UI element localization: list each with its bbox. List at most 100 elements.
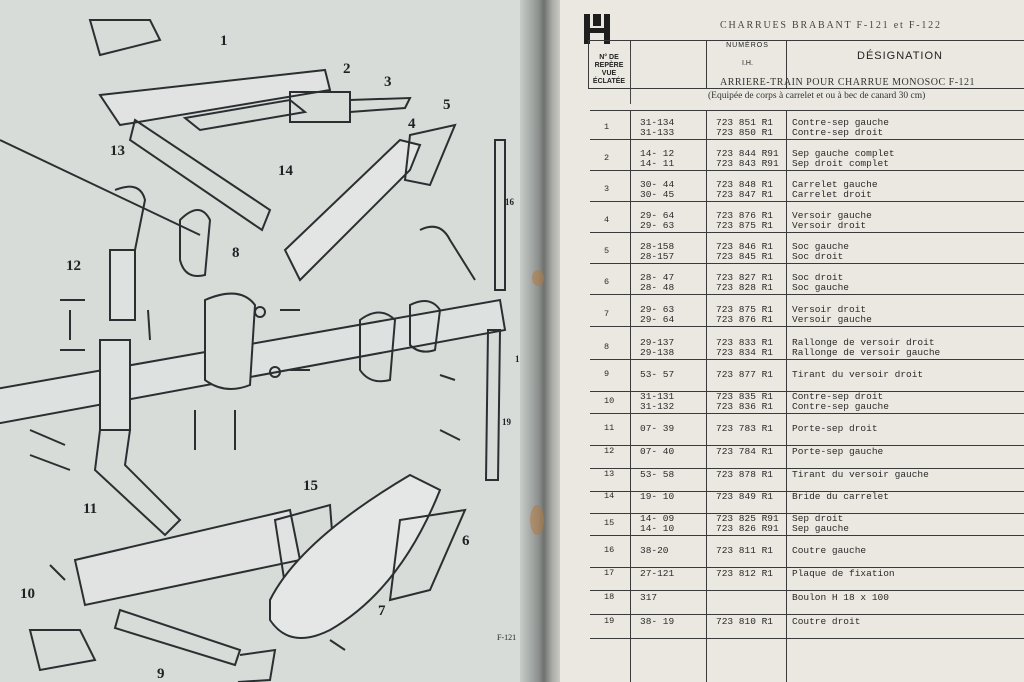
designation: Carrelet droit — [792, 189, 872, 200]
designation: Tirant du versoir droit — [792, 369, 924, 380]
ih-logo — [584, 14, 610, 44]
repere-number: 8 — [604, 342, 610, 352]
designation: Porte-sep gauche — [792, 446, 884, 457]
ih-number: 723 878 R1 — [716, 469, 774, 480]
ih-number: 723 784 R1 — [716, 446, 774, 457]
callout-13: 13 — [110, 143, 125, 159]
fr-number: 53- 58 — [640, 469, 675, 480]
fr-number: 14- 11 — [640, 158, 675, 169]
fr-number: 31-134 — [640, 117, 675, 128]
header-ih: I.H. — [742, 60, 753, 67]
designation: Porte-sep droit — [792, 423, 878, 434]
ih-number: 723 851 R1 — [716, 117, 774, 128]
row-divider — [590, 445, 1024, 446]
fr-number: 31-131 — [640, 391, 675, 402]
fr-number: 317 — [640, 592, 658, 603]
ih-number: 723 826 R91 — [716, 523, 779, 534]
callout-1: 1 — [220, 33, 228, 49]
designation: Versoir gauche — [792, 210, 872, 221]
designation: Sep gauche — [792, 523, 850, 534]
row-divider — [590, 170, 1024, 171]
parts-list-page: CHARRUES BRABANT F-121 et F-122 N° DE RE… — [560, 0, 1024, 682]
repere-number: 6 — [604, 277, 610, 287]
ih-number: 723 847 R1 — [716, 189, 774, 200]
fr-number: 14- 12 — [640, 148, 675, 159]
fr-number: 14- 09 — [640, 513, 675, 524]
repere-number: 13 — [604, 469, 615, 479]
callout-15: 15 — [303, 478, 318, 494]
ih-number: 723 876 R1 — [716, 314, 774, 325]
repere-number: 19 — [604, 616, 615, 626]
exploded-view-drawing: 1 2 3 4 5 6 7 8 9 10 11 12 13 14 15 16 1… — [0, 19, 525, 682]
fr-number: 38- 19 — [640, 616, 675, 627]
designation: Sep droit complet — [792, 158, 889, 169]
ih-number: 723 843 R91 — [716, 158, 779, 169]
designation: Contre-sep droit — [792, 127, 884, 138]
row-divider — [590, 567, 1024, 568]
row-divider — [590, 413, 1024, 414]
fr-number: 31-133 — [640, 127, 675, 138]
page-header: CHARRUES BRABANT F-121 et F-122 — [560, 0, 1024, 50]
row-divider — [590, 359, 1024, 360]
row-divider — [590, 468, 1024, 469]
ih-number: 723 783 R1 — [716, 423, 774, 434]
fr-number: 53- 57 — [640, 369, 675, 380]
fr-number: 31-132 — [640, 401, 675, 412]
running-title: CHARRUES BRABANT F-121 et F-122 — [720, 20, 942, 31]
designation: Soc droit — [792, 272, 844, 283]
ih-number: 723 875 R1 — [716, 220, 774, 231]
designation: Sep droit — [792, 513, 844, 524]
header-designation: DÉSIGNATION — [857, 50, 943, 62]
ih-number: 723 810 R1 — [716, 616, 774, 627]
callout-10: 10 — [20, 586, 35, 602]
callout-4: 4 — [408, 116, 416, 132]
ih-number: 723 811 R1 — [716, 545, 774, 556]
repere-number: 16 — [604, 545, 615, 555]
designation: Bride du carrelet — [792, 491, 889, 502]
row-divider — [590, 139, 1024, 140]
ih-number: 723 827 R1 — [716, 272, 774, 283]
ih-number: 723 846 R1 — [716, 241, 774, 252]
callout-17: 17 — [515, 354, 525, 364]
designation: Soc gauche — [792, 241, 850, 252]
ih-number: 723 825 R91 — [716, 513, 779, 524]
fr-number: 27-121 — [640, 568, 675, 579]
fr-number: 28-157 — [640, 251, 675, 262]
callout-8: 8 — [232, 245, 240, 261]
designation: Rallonge de versoir gauche — [792, 347, 941, 358]
repere-number: 11 — [604, 423, 615, 433]
callout-14: 14 — [278, 163, 294, 179]
fr-number: 28-158 — [640, 241, 675, 252]
book-gutter — [520, 0, 566, 682]
designation: Versoir gauche — [792, 314, 872, 325]
repere-number: 3 — [604, 184, 610, 194]
fr-number: 29-138 — [640, 347, 675, 358]
ih-number: 723 834 R1 — [716, 347, 774, 358]
fr-number: 14- 10 — [640, 523, 675, 534]
repere-number: 18 — [604, 592, 615, 602]
row-divider — [590, 391, 1024, 392]
row-divider — [590, 201, 1024, 202]
repere-number: 5 — [604, 246, 610, 256]
table-row: 18 317 Boulon H 18 x 100 — [560, 592, 1024, 616]
fr-number: 29-137 — [640, 337, 675, 348]
callout-12: 12 — [66, 258, 81, 274]
fr-number: 30- 44 — [640, 179, 675, 190]
ih-number: 723 836 R1 — [716, 401, 774, 412]
callout-9: 9 — [157, 666, 165, 682]
repere-number: 14 — [604, 491, 615, 501]
ih-number: 723 844 R91 — [716, 148, 779, 159]
designation: Versoir droit — [792, 220, 867, 231]
designation: Boulon H 18 x 100 — [792, 592, 889, 603]
row-divider — [590, 614, 1024, 615]
